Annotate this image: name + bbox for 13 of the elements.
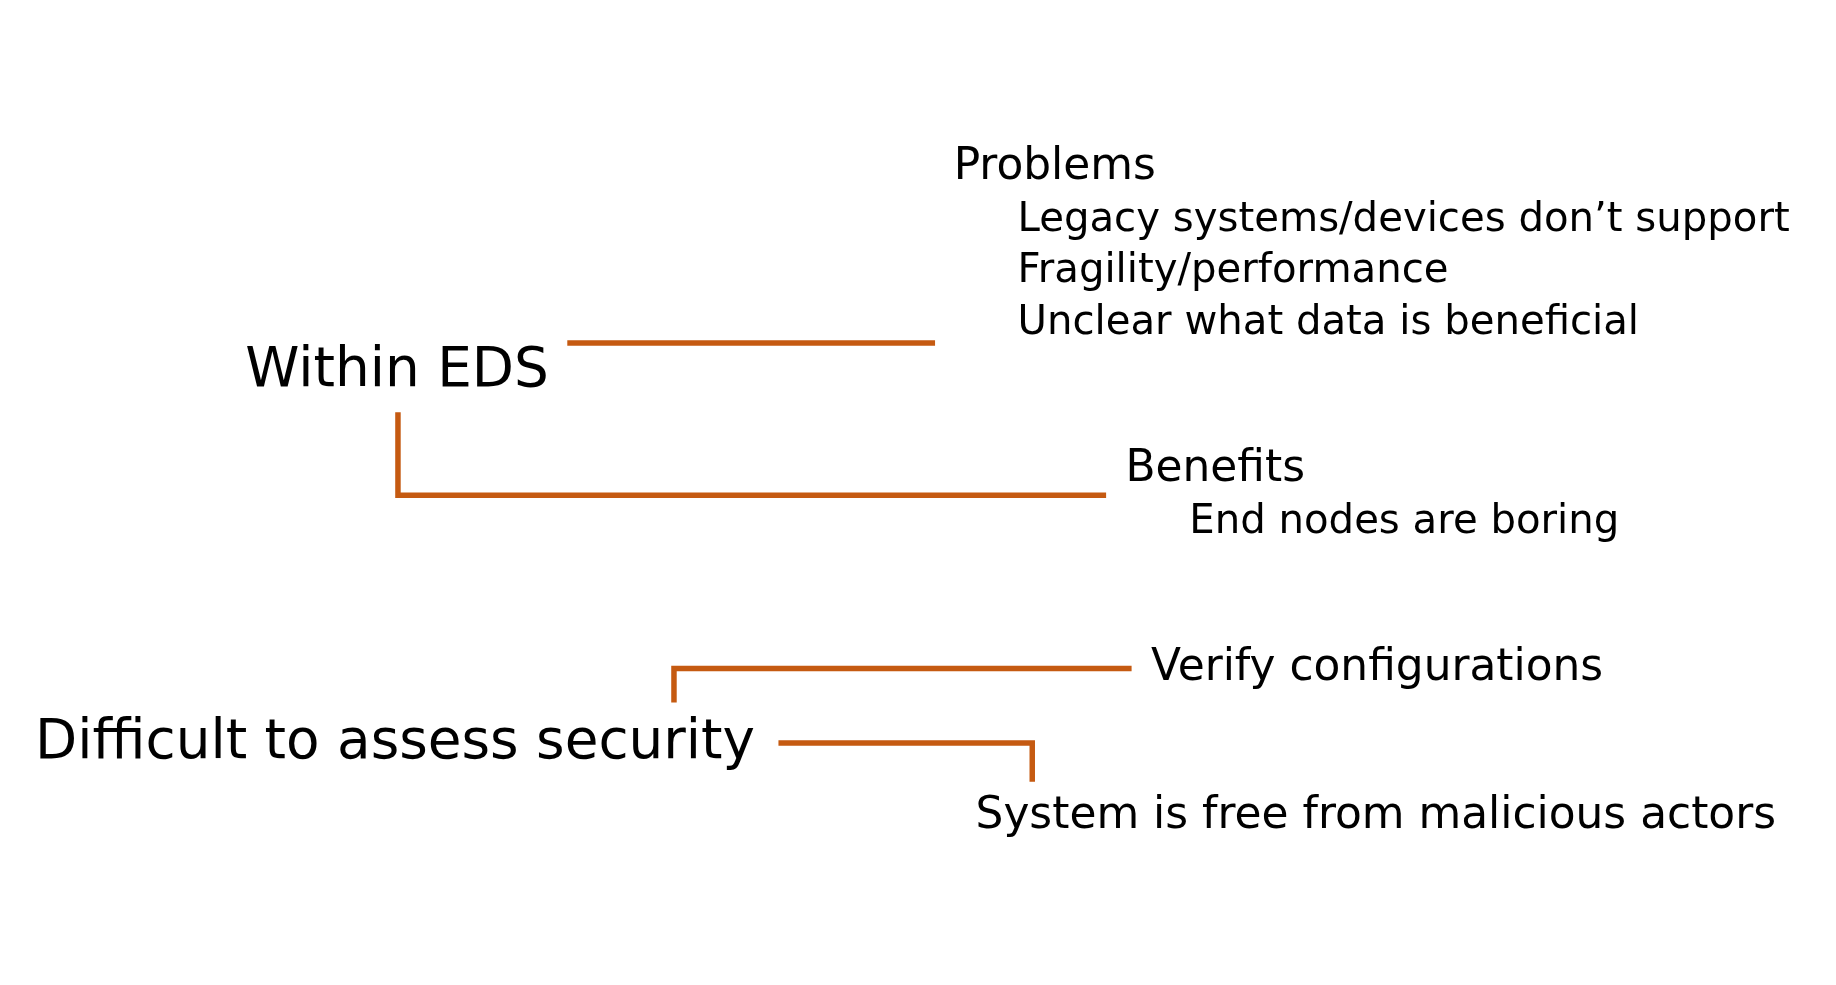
node-label: Unclear what data is beneficial <box>1017 296 1640 343</box>
node-text: Benefits <box>1125 439 1305 491</box>
node-text: Difficult to assess security <box>35 707 756 772</box>
node-text: Verify configurations <box>1151 639 1604 691</box>
connector <box>567 340 936 346</box>
connector <box>778 740 1035 782</box>
connector <box>395 412 1107 498</box>
node-label: End nodes are boring <box>1189 495 1620 542</box>
node-text: System is free from malicious actors <box>975 787 1777 839</box>
node-text: Within EDS <box>245 334 549 399</box>
node-label: Legacy systems/devices don’t support <box>1017 194 1790 241</box>
node-label: Fragility/performance <box>1017 245 1449 292</box>
node-text: Problems <box>953 138 1156 190</box>
